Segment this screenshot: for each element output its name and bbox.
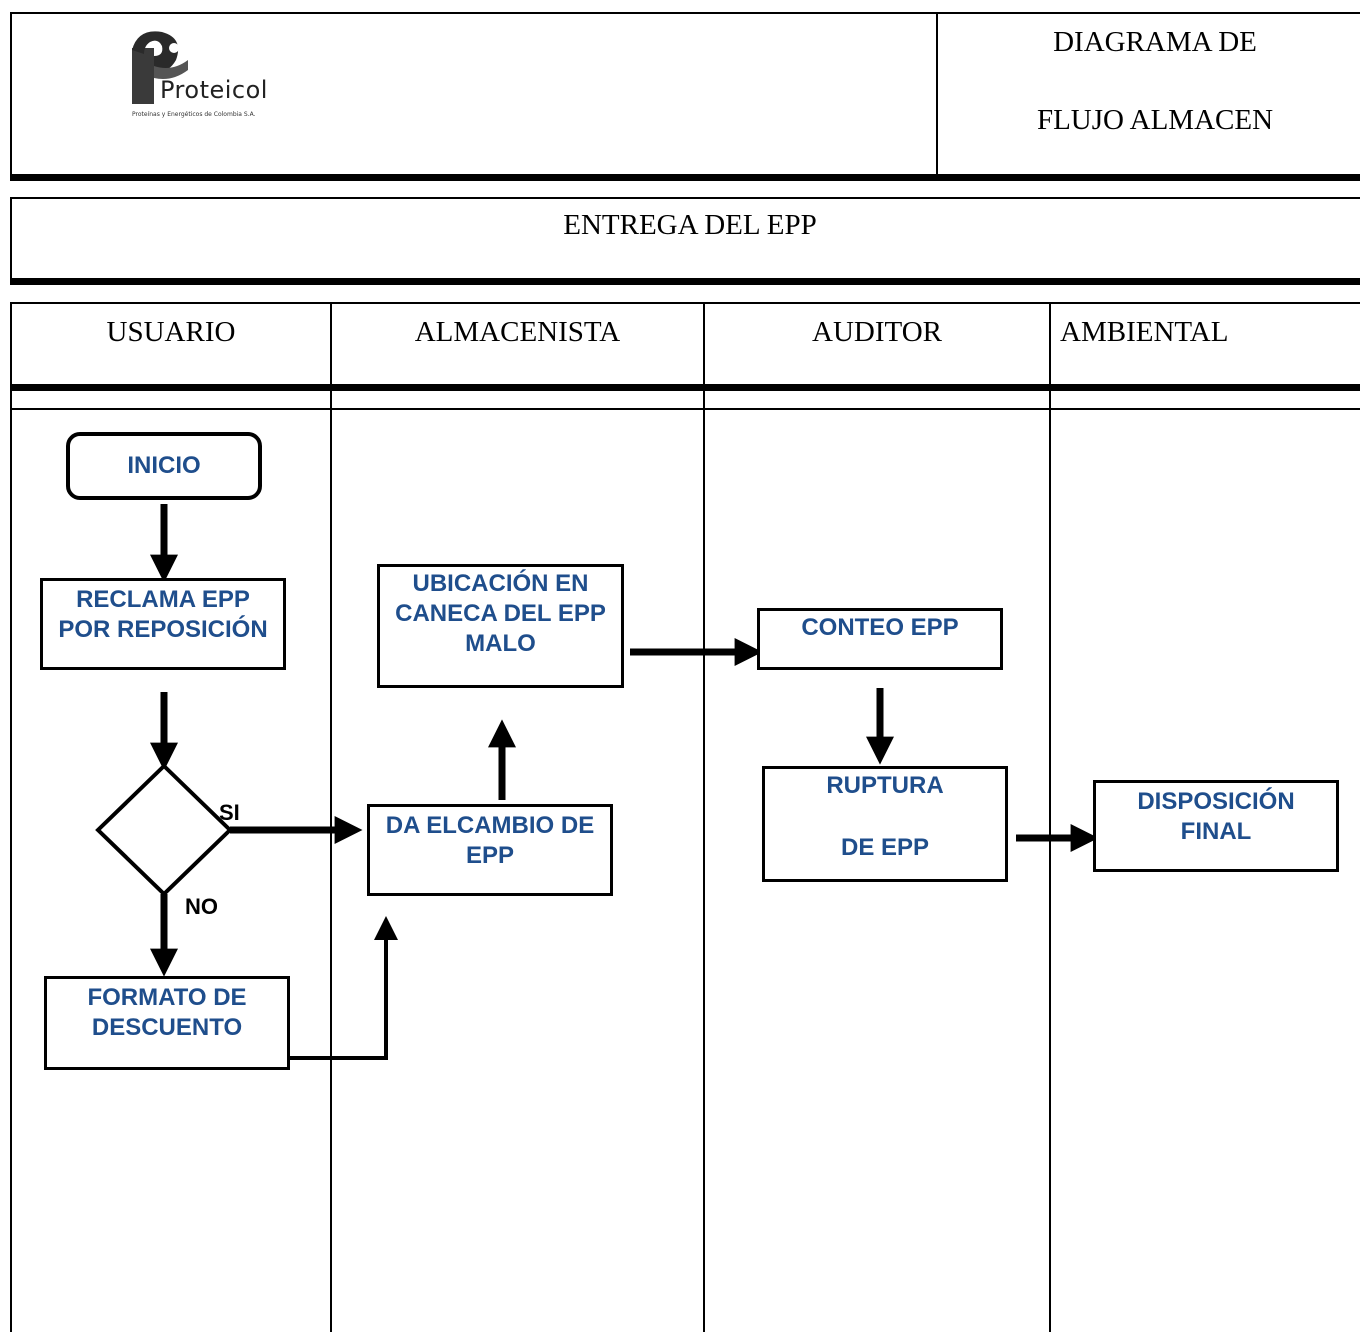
node-conteo-label: CONTEO EPP <box>801 614 959 641</box>
document-title-line2: FLUJO ALMACEN <box>1036 104 1274 136</box>
node-formato-line1: FORMATO DE <box>87 984 247 1011</box>
lane-header-top-border <box>10 302 1360 304</box>
lane-usuario: USUARIO <box>106 316 236 348</box>
node-disposicion-line1: DISPOSICIÓN <box>1137 788 1295 815</box>
lane-divider-2 <box>703 302 705 1332</box>
node-disposicion-line2: FINAL <box>1180 818 1252 845</box>
node-reclama-epp: RECLAMA EPP POR REPOSICIÓN <box>40 578 286 670</box>
decision-diamond <box>95 763 233 897</box>
document-title-line1: DIAGRAMA DE <box>1053 26 1257 58</box>
logo-tagline: Proteínas y Energéticos de Colombia S.A. <box>132 111 256 118</box>
lane-ambiental: AMBIENTAL <box>1060 316 1229 348</box>
lane-body-top-border <box>10 408 1360 410</box>
lane-divider-left <box>10 302 12 1332</box>
section-top-border <box>10 197 1360 199</box>
node-da-cambio: DA ELCAMBIO DE EPP <box>367 804 613 896</box>
section-title: ENTREGA DEL EPP <box>563 209 817 241</box>
logo-company-name: Proteicol <box>160 76 268 104</box>
node-ubicacion-line3: MALO <box>465 630 536 657</box>
node-ubicacion-line2: CANECA DEL EPP <box>395 600 606 627</box>
header-rule <box>10 174 1360 181</box>
node-ruptura-line2: DE EPP <box>840 834 930 861</box>
node-conteo-epp: CONTEO EPP <box>757 608 1003 670</box>
label-no: NO <box>185 894 218 919</box>
node-cambio-line2: EPP <box>465 842 515 869</box>
proteicol-logo: Proteicol Proteínas y Energéticos de Col… <box>128 26 308 126</box>
arrow-formato-cambio <box>290 916 398 1060</box>
node-disposicion-final: DISPOSICIÓN FINAL <box>1093 780 1339 872</box>
logo-mark-icon <box>132 31 188 104</box>
section-frame <box>10 198 12 280</box>
lane-almacenista: ALMACENISTA <box>414 316 621 348</box>
node-ruptura-line1: RUPTURA <box>826 772 944 799</box>
node-ubicacion-line1: UBICACIÓN EN <box>412 570 589 597</box>
node-reclama-line1: RECLAMA EPP <box>76 586 250 613</box>
node-inicio-label: INICIO <box>127 452 201 479</box>
lane-auditor: AUDITOR <box>812 316 942 348</box>
node-inicio: INICIO <box>66 432 262 500</box>
lane-header-rule <box>10 384 1360 391</box>
label-si: SI <box>219 800 240 825</box>
section-rule <box>10 278 1360 285</box>
node-ubicacion-caneca: UBICACIÓN EN CANECA DEL EPP MALO <box>377 564 624 688</box>
node-formato-line2: DESCUENTO <box>91 1014 243 1041</box>
header-divider <box>936 12 938 176</box>
lane-divider-3 <box>1049 302 1051 1332</box>
node-ruptura-epp: RUPTURA DE EPP <box>762 766 1008 882</box>
node-cambio-line1: DA ELCAMBIO DE <box>385 812 595 839</box>
lane-divider-1 <box>330 302 332 1332</box>
node-formato-descuento: FORMATO DE DESCUENTO <box>44 976 290 1070</box>
node-reclama-line2: POR REPOSICIÓN <box>58 616 268 643</box>
